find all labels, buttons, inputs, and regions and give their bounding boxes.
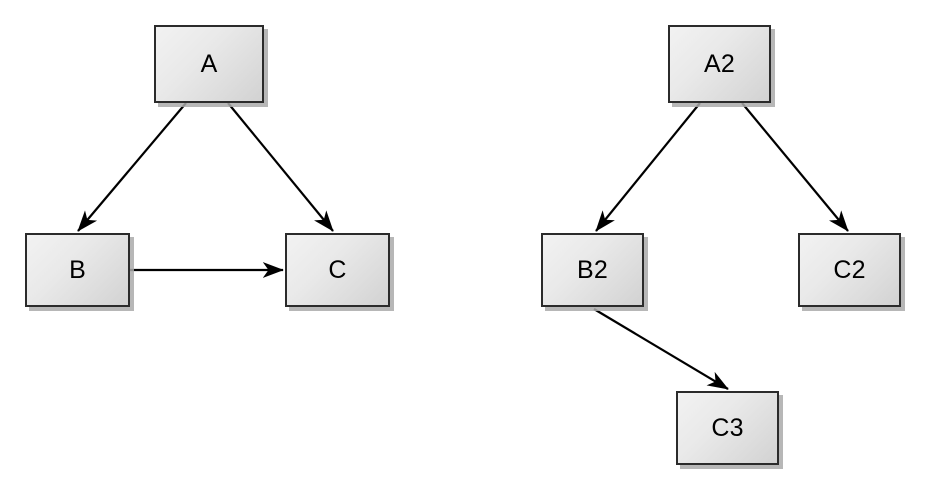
node-label-a: A [200, 49, 218, 78]
node-a2[interactable]: A2 [668, 25, 771, 103]
node-label-c: C [328, 255, 347, 284]
graph-right-edges [593, 102, 849, 390]
edge-b2-c3[interactable] [593, 308, 729, 390]
node-c[interactable]: C [285, 233, 390, 307]
edge-a2-c2[interactable] [741, 102, 849, 232]
edges-group [77, 102, 849, 390]
node-c2[interactable]: C2 [798, 233, 901, 307]
graph-left-edges [77, 102, 334, 278]
node-label-c2: C2 [833, 255, 866, 284]
edge-a-b[interactable] [77, 102, 187, 232]
node-b2[interactable]: B2 [541, 233, 644, 307]
edge-a-c[interactable] [227, 102, 334, 232]
node-a[interactable]: A [154, 25, 264, 103]
node-label-c3: C3 [711, 413, 744, 442]
node-label-b2: B2 [577, 255, 608, 284]
node-c3[interactable]: C3 [676, 391, 779, 465]
node-b[interactable]: B [25, 233, 130, 307]
node-label-a2: A2 [704, 49, 735, 78]
node-label-b: B [69, 255, 86, 284]
edge-a2-b2[interactable] [595, 102, 701, 232]
